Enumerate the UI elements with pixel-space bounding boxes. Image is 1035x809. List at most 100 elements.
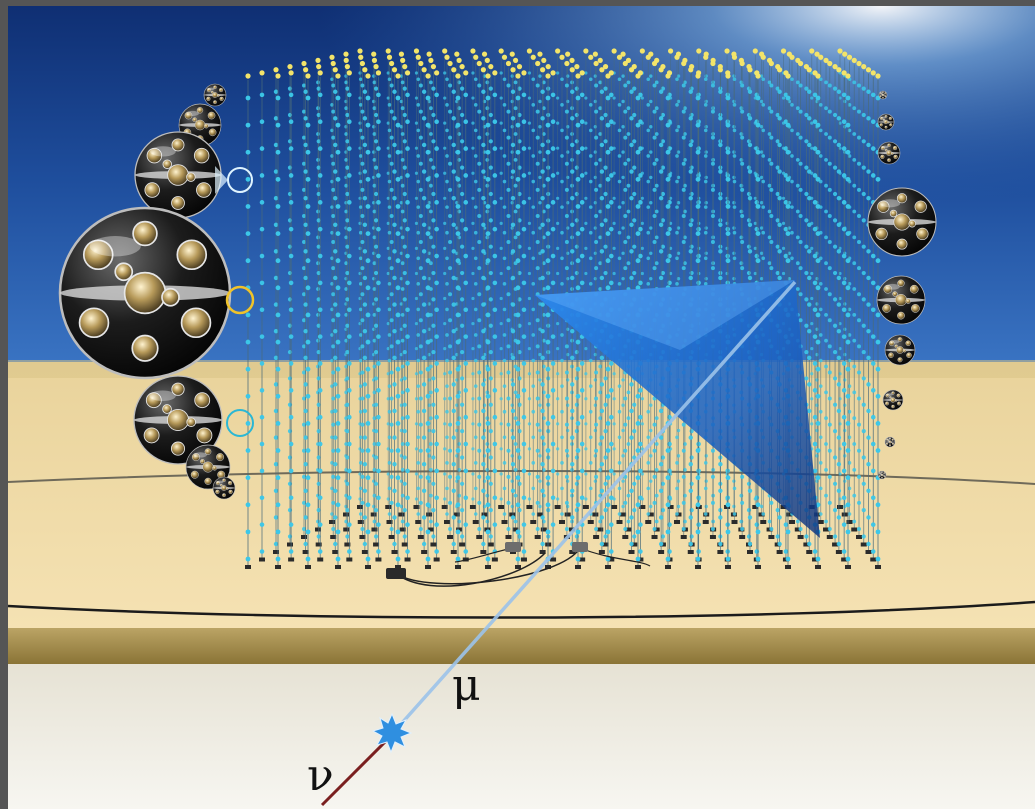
buoy — [842, 51, 848, 57]
optical-module — [560, 256, 564, 261]
optical-module — [753, 271, 757, 276]
optical-module — [527, 171, 532, 175]
optical-module — [302, 161, 306, 166]
optical-module — [775, 191, 780, 197]
optical-module — [471, 171, 475, 175]
optical-module — [275, 312, 281, 318]
optical-module — [402, 244, 407, 249]
optical-module — [521, 200, 527, 205]
optical-module — [333, 195, 338, 201]
optical-module — [485, 529, 491, 535]
optical-module — [259, 549, 265, 554]
optical-module — [538, 226, 542, 230]
optical-module — [431, 429, 436, 434]
string-anchor — [357, 505, 363, 509]
optical-module — [556, 497, 560, 501]
optical-module — [510, 275, 516, 281]
optical-module — [804, 534, 809, 539]
buoy — [837, 48, 843, 54]
optical-module — [460, 481, 465, 486]
buoy — [413, 48, 420, 54]
optical-module — [695, 231, 701, 236]
optical-module — [333, 142, 338, 148]
buoy — [540, 67, 546, 73]
optical-module — [812, 92, 818, 98]
optical-module — [302, 448, 306, 453]
optical-module — [517, 270, 522, 276]
optical-module — [815, 285, 821, 291]
optical-module — [665, 475, 671, 481]
optical-module — [638, 146, 643, 151]
optical-module — [395, 204, 401, 209]
optical-module — [416, 282, 421, 286]
buoy — [651, 60, 658, 67]
optical-module — [617, 256, 622, 261]
optical-module — [492, 307, 498, 313]
optical-module — [732, 74, 736, 78]
optical-module — [755, 231, 761, 236]
optical-module — [510, 355, 516, 360]
optical-module — [689, 165, 694, 170]
optical-module — [492, 173, 498, 178]
optical-module — [515, 339, 521, 345]
optical-module — [564, 135, 569, 140]
optical-module — [584, 121, 588, 125]
optical-module — [335, 231, 341, 236]
optical-module — [527, 196, 532, 200]
optical-module — [652, 135, 657, 140]
string-anchor — [526, 505, 533, 509]
optical-module — [718, 116, 723, 121]
optical-module — [608, 388, 614, 393]
optical-module — [807, 328, 812, 334]
optical-module — [807, 249, 812, 254]
optical-module — [386, 347, 390, 351]
optical-module — [373, 349, 379, 355]
optical-module — [477, 187, 482, 192]
optical-module — [517, 244, 522, 249]
optical-module — [316, 455, 321, 460]
optical-module — [405, 146, 410, 151]
optical-module — [632, 165, 637, 170]
optical-module — [302, 396, 306, 401]
optical-module — [275, 393, 281, 399]
optical-module — [481, 408, 486, 414]
optical-module — [836, 328, 842, 334]
optical-module — [866, 116, 871, 121]
optical-module — [455, 149, 461, 155]
optical-module — [510, 479, 514, 483]
optical-module — [605, 204, 611, 209]
optical-module — [759, 276, 764, 281]
optical-module — [875, 556, 881, 562]
optical-module — [510, 488, 516, 493]
optical-module — [434, 414, 439, 420]
optical-module — [665, 95, 671, 101]
optical-module — [807, 275, 812, 281]
optical-module — [521, 388, 527, 393]
optical-module — [448, 187, 453, 192]
optical-module — [365, 339, 371, 345]
optical-module — [365, 285, 371, 291]
optical-module — [372, 416, 377, 421]
optical-module — [681, 448, 686, 453]
optical-module — [421, 169, 427, 174]
optical-module — [485, 366, 491, 372]
optical-module — [473, 409, 478, 414]
optical-module — [704, 175, 708, 180]
buoy — [695, 73, 701, 79]
optical-module — [428, 80, 433, 85]
optical-module — [649, 251, 653, 256]
optical-module — [521, 146, 527, 151]
optical-module — [451, 169, 456, 174]
optical-module — [556, 171, 560, 175]
optical-module — [688, 89, 693, 94]
optical-module — [866, 541, 871, 547]
optical-module — [812, 441, 818, 447]
optical-module — [675, 230, 679, 235]
optical-module — [603, 508, 608, 513]
optical-module — [485, 80, 490, 85]
optical-module — [695, 502, 701, 508]
buoy — [391, 67, 398, 73]
optical-module — [273, 541, 279, 547]
optical-module — [513, 519, 518, 524]
